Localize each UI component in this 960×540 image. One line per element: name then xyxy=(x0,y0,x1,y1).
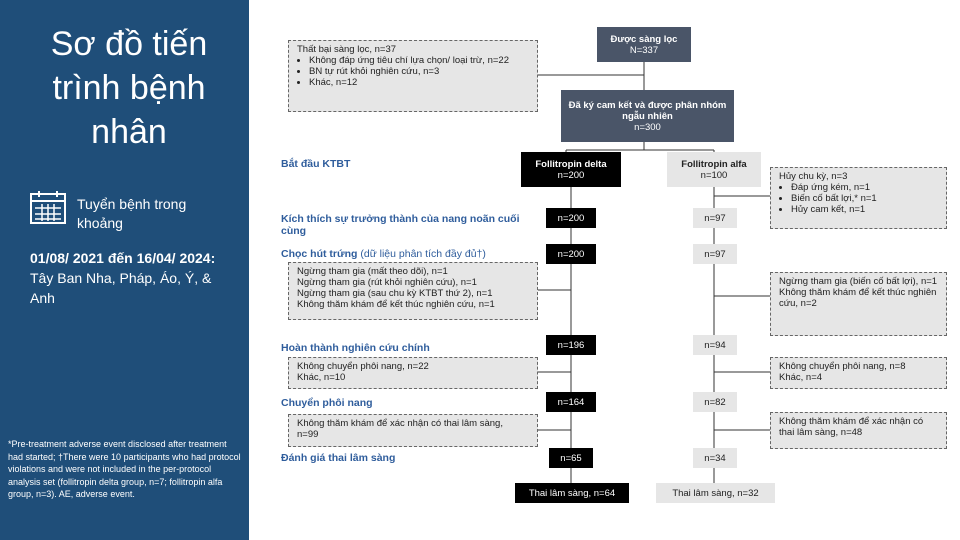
alfa-dropout-2: Không chuyển phôi nang, n=8 Khác, n=4 xyxy=(770,357,947,389)
screen-fail-item: Không đáp ứng tiêu chí lựa chọn/ loại tr… xyxy=(309,55,529,66)
alfa-cancel-box: Hủy chu kỳ, n=3 Đáp ứng kém, n=1 Biến cố… xyxy=(770,167,947,229)
alfa-count-stim: n=97 xyxy=(693,208,737,228)
dropout-line: Không thăm khám để kết thúc nghiên cứu, … xyxy=(779,287,937,309)
alfa-cancel-item: Biến cố bất lợi,* n=1 xyxy=(791,193,938,204)
delta-count-stim: n=200 xyxy=(546,208,596,228)
dropout-line: Ngừng tham gia (mất theo dõi), n=1 xyxy=(297,266,448,277)
delta-count-clinical: n=65 xyxy=(549,448,593,468)
alfa-dropout-1: Ngừng tham gia (biến cố bất lợi), n=1 Kh… xyxy=(770,272,947,336)
page-title: Sơ đồ tiến trình bệnh nhân xyxy=(50,25,208,151)
alfa-cancel-title: Hủy chu kỳ, n=3 xyxy=(779,171,848,182)
dropout-line: Khác, n=4 xyxy=(779,372,823,383)
screen-fail-box: Thất bại sàng lọc, n=37 Không đáp ứng ti… xyxy=(288,40,538,112)
dropout-line: Ngừng tham gia (sau chu kỳ KTBT thứ 2), … xyxy=(297,288,493,299)
alfa-outcome: Thai lâm sàng, n=32 xyxy=(656,483,775,503)
alfa-n0: n=100 xyxy=(700,169,728,181)
stage-retrieval-label: Chọc hút trứng xyxy=(281,248,358,260)
countries: Tây Ban Nha, Pháp, Áo, Ý, & Anh xyxy=(30,270,212,306)
delta-dropout-1: Ngừng tham gia (mất theo dõi), n=1 Ngừng… xyxy=(288,262,538,320)
delta-count-transfer: n=164 xyxy=(546,392,596,412)
randomized-n: n=300 xyxy=(634,121,661,133)
alfa-header: Follitropin alfa n=100 xyxy=(667,152,761,187)
dropout-line: Ngừng tham gia (rút khỏi nghiên cứu), n=… xyxy=(297,277,477,288)
delta-dropout-3: Không thăm khám để xác nhận có thai lâm … xyxy=(288,414,538,447)
stage-transfer: Chuyển phôi nang xyxy=(281,397,373,409)
randomized-title: Đã ký cam kết và được phân nhóm ngẫu nhi… xyxy=(568,99,727,122)
screen-fail-title: Thất bại sàng lọc, n=37 xyxy=(297,44,397,55)
dropout-line: Khác, n=10 xyxy=(297,372,346,383)
stage-clinical: Đánh giá thai lâm sàng xyxy=(281,452,396,464)
dates-bold: 01/08/ 2021 đến 16/04/ 2024: xyxy=(30,250,216,266)
alfa-count-retrieval: n=97 xyxy=(693,244,737,264)
screened-title: Được sàng lọc xyxy=(610,33,678,45)
delta-header: Follitropin delta n=200 xyxy=(521,152,621,187)
screen-fail-item: Khác, n=12 xyxy=(309,77,529,88)
alfa-count-completed: n=94 xyxy=(693,335,737,355)
alfa-count-clinical: n=34 xyxy=(693,448,737,468)
dropout-line: Không thăm khám để xác nhận có thai lâm … xyxy=(297,418,503,440)
dropout-line: Không thăm khám để kết thúc nghiên cứu, … xyxy=(297,299,495,310)
stage-completed: Hoàn thành nghiên cứu chính xyxy=(281,342,430,354)
delta-n0: n=200 xyxy=(557,169,585,181)
sidebar-panel: Sơ đồ tiến trình bệnh nhân Tuyển bệnh tr… xyxy=(0,0,249,540)
alfa-count-transfer: n=82 xyxy=(693,392,737,412)
delta-count-retrieval: n=200 xyxy=(546,244,596,264)
delta-count-completed: n=196 xyxy=(546,335,596,355)
alfa-dropout-3: Không thăm khám để xác nhận có thai lâm … xyxy=(770,412,947,449)
dropout-line: Không thăm khám để xác nhận có thai lâm … xyxy=(779,416,924,438)
stage-retrieval-sub: (dữ liệu phân tích đầy đủ†) xyxy=(360,248,486,260)
dropout-line: Không chuyển phôi nang, n=8 xyxy=(779,361,906,372)
randomized-box: Đã ký cam kết và được phân nhóm ngẫu nhi… xyxy=(561,90,734,142)
footnote: *Pre-treatment adverse event disclosed a… xyxy=(8,439,241,499)
delta-dropout-2: Không chuyển phôi nang, n=22 Khác, n=10 xyxy=(288,357,538,389)
alfa-cancel-item: Đáp ứng kém, n=1 xyxy=(791,182,938,193)
dropout-line: Ngừng tham gia (biến cố bất lợi), n=1 xyxy=(779,276,938,287)
stage-stimulation: Kích thích sự trưởng thành của nang noãn… xyxy=(281,213,520,237)
screen-fail-item: BN tự rút khỏi nghiên cứu, n=3 xyxy=(309,66,529,77)
screened-n: N=337 xyxy=(629,44,659,56)
dropout-line: Không chuyển phôi nang, n=22 xyxy=(297,361,429,372)
stage-start: Bắt đầu KTBT xyxy=(281,158,351,170)
delta-name: Follitropin delta xyxy=(535,158,607,170)
recruitment-dates: 01/08/ 2021 đến 16/04/ 2024: Tây Ban Nha… xyxy=(30,248,230,308)
delta-outcome: Thai lâm sàng, n=64 xyxy=(515,483,629,503)
alfa-name: Follitropin alfa xyxy=(681,158,747,170)
stage-retrieval: Chọc hút trứng (dữ liệu phân tích đầy đủ… xyxy=(281,248,486,260)
screened-box: Được sàng lọc N=337 xyxy=(597,27,691,62)
calendar-icon xyxy=(30,191,66,224)
alfa-cancel-item: Hủy cam kết, n=1 xyxy=(791,204,938,215)
recruitment-label: Tuyển bệnh trong khoảng xyxy=(77,196,187,231)
